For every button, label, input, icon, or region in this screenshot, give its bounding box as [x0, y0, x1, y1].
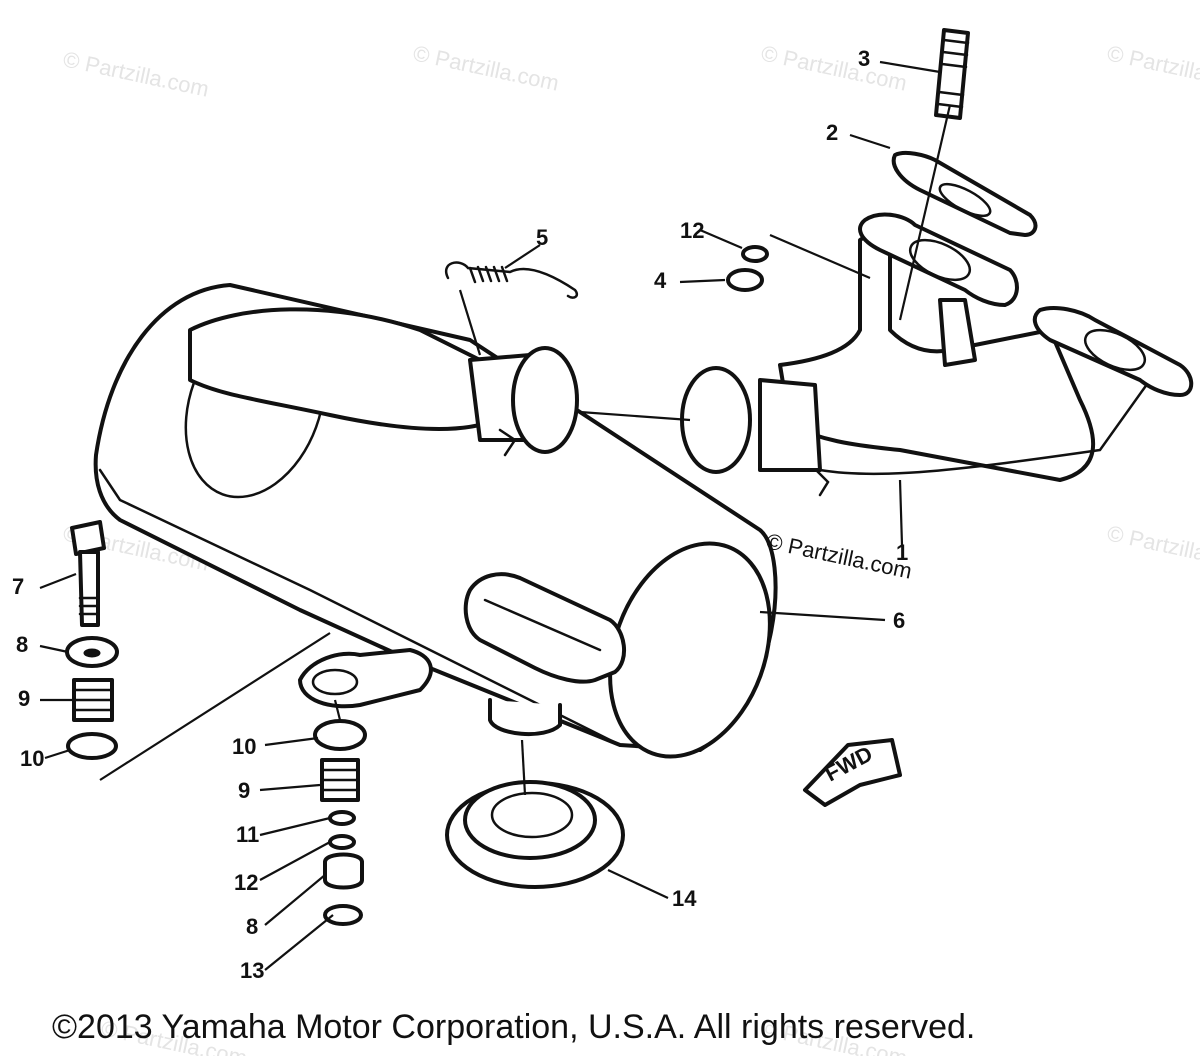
callout-9-right: 9	[238, 778, 250, 803]
callout-12-top: 12	[680, 218, 704, 243]
callout-3: 3	[858, 46, 870, 71]
callout-6: 6	[893, 608, 905, 633]
callout-5: 5	[536, 225, 548, 250]
callout-10-right: 10	[232, 734, 256, 759]
forward-direction-tag: FWD	[803, 738, 902, 807]
gasket	[891, 150, 1038, 237]
exhaust-pipe	[680, 212, 1194, 497]
muffler-inlet-pipe	[188, 307, 579, 457]
callout-13: 13	[240, 958, 264, 983]
watermark: © Partzilla.com	[759, 40, 909, 95]
callout-8-left: 8	[16, 632, 28, 657]
watermark: © Partzilla.com	[1105, 40, 1200, 95]
callout-2: 2	[826, 120, 838, 145]
callout-7: 7	[12, 574, 24, 599]
watermark: © Partzilla.com	[61, 46, 211, 101]
grommet	[445, 780, 625, 889]
mount-stack-left	[65, 520, 119, 760]
nut-4	[726, 268, 764, 292]
copyright-notice: ©2013 Yamaha Motor Corporation, U.S.A. A…	[52, 1008, 975, 1046]
mount-stack-right	[313, 719, 367, 926]
callout-12-bottom: 12	[234, 870, 258, 895]
leader-lines	[39, 60, 952, 971]
callout-11: 11	[236, 822, 259, 847]
stud	[934, 28, 970, 120]
watermark: © Partzilla.com	[411, 40, 561, 95]
callout-8-right: 8	[246, 914, 258, 939]
callout-10-left: 10	[20, 746, 44, 771]
gasket-hole	[938, 182, 992, 218]
callout-1: 1	[896, 540, 908, 565]
site-watermark-mark: © Partzilla.com	[764, 528, 914, 583]
callout-4: 4	[654, 268, 667, 293]
callout-labels: 3 2 5 12 4 1 6 7 8 9 10 10 9 11 12 8 13 …	[12, 46, 908, 983]
watermark: © Partzilla.com	[1105, 520, 1200, 575]
washer-12	[741, 245, 769, 263]
callout-14: 14	[672, 886, 697, 911]
callout-9-left: 9	[18, 686, 30, 711]
spring	[444, 261, 579, 299]
